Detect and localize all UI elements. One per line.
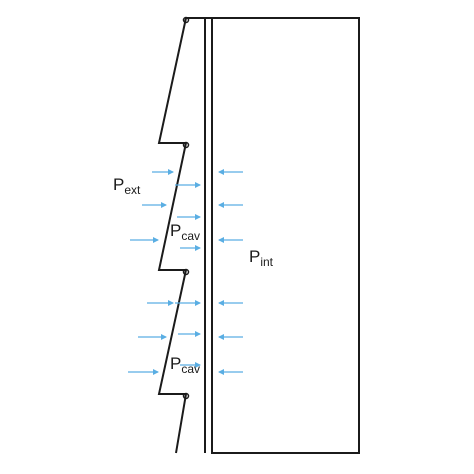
internal-pressure-arrows bbox=[218, 169, 243, 375]
cavity-pressure-arrows bbox=[175, 182, 201, 368]
bracket-middle bbox=[182, 268, 190, 276]
cladding-sawtooth-outline bbox=[157, 17, 188, 454]
label-p-cav-lower: Pcav bbox=[170, 354, 200, 376]
label-p-ext-subscript: ext bbox=[124, 183, 141, 197]
bracket-lower bbox=[182, 392, 190, 400]
label-p-cav-upper: Pcav bbox=[170, 221, 200, 243]
bracket-upper bbox=[182, 141, 190, 149]
rainscreen-cladding bbox=[157, 16, 190, 454]
wall-outline bbox=[211, 17, 360, 454]
external-pressure-arrows bbox=[128, 169, 174, 375]
label-p-ext: Pext bbox=[113, 175, 141, 197]
label-p-cav-lower-subscript: cav bbox=[181, 362, 200, 376]
bracket-top bbox=[182, 16, 190, 24]
label-p-int-subscript: int bbox=[260, 255, 273, 269]
label-p-cav-upper-subscript: cav bbox=[181, 229, 200, 243]
label-p-int: Pint bbox=[249, 247, 274, 269]
building-wall bbox=[186, 17, 360, 454]
